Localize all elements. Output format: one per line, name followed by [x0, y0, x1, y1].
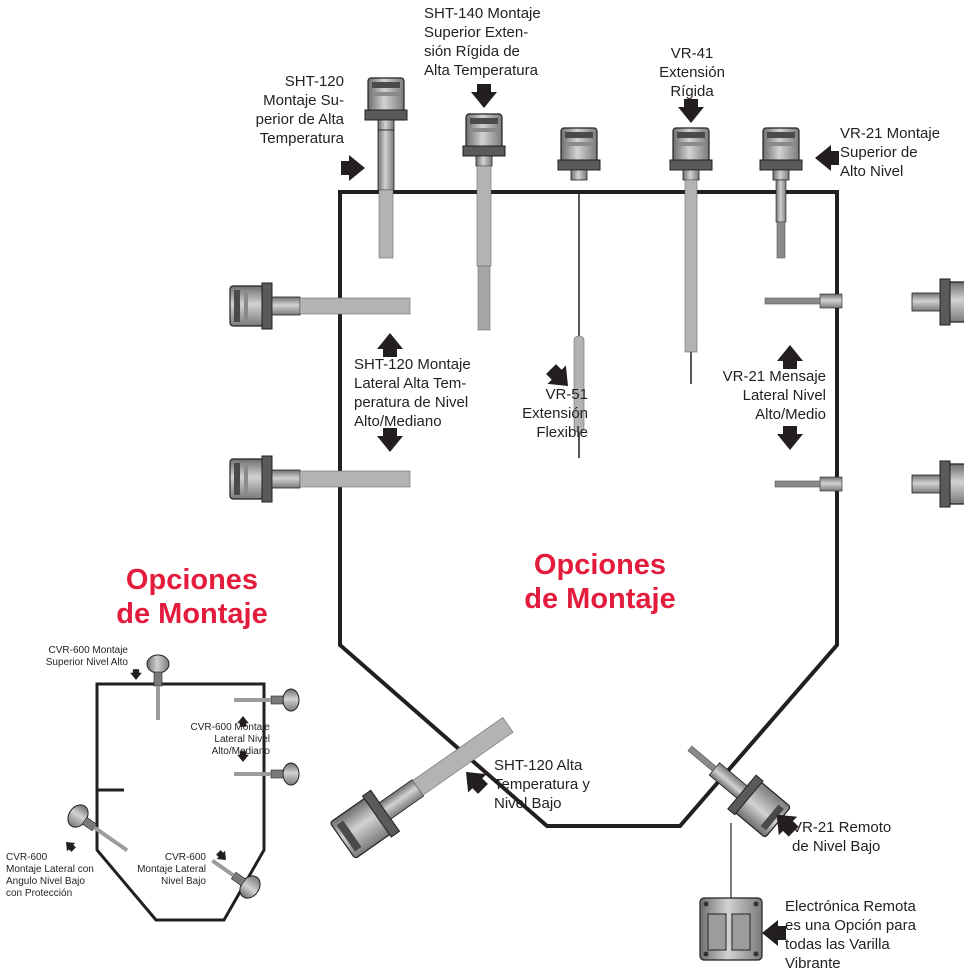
arrow-remote-electronics — [762, 920, 786, 946]
label-remote-electronics: Electrónica Remota es una Opción para to… — [785, 898, 916, 972]
inset-label-cvr600-top: CVR-600 Montaje Superior Nivel Alto — [45, 645, 128, 668]
cvr600-top-mount-device — [146, 654, 170, 720]
main-title: Opciones de Montaje — [524, 549, 676, 615]
arrow-vr41 — [678, 99, 704, 123]
label-sht120-low: SHT-120 Alta Temperatura y Nivel Bajo — [494, 757, 590, 812]
inset-label-cvr600-side: CVR-600 Montaje Lateral Nivel Alto/Media… — [190, 722, 270, 757]
vr21-side-mount-upper — [764, 278, 964, 326]
label-vr21-remote: VR-21 Remoto de Nivel Bajo — [792, 819, 892, 855]
vr41-rigid-device — [669, 127, 713, 384]
label-sht140-top: SHT-140 Montaje Superior Exten- sión Ríg… — [424, 5, 541, 79]
label-vr21-top: VR-21 Montaje Superior de Alto Nivel — [840, 125, 941, 180]
label-vr21-side: VR-21 Mensaje Lateral Nivel Alto/Medio — [722, 368, 826, 423]
cvr600-side-mount-lower — [234, 762, 300, 786]
vr21-side-mount-lower — [774, 460, 964, 508]
arrow-vr21-side-up — [777, 345, 803, 369]
sht140-top-mount-device — [462, 113, 506, 331]
inset-vessel-outline — [95, 682, 266, 922]
cvr600-angled-device — [67, 804, 129, 853]
cvr600-low-device — [211, 858, 261, 899]
arrow-sht120-side-up — [377, 333, 403, 357]
sht120-low-level-device — [330, 716, 514, 859]
sht120-side-mount-lower — [229, 455, 411, 503]
vr21-remote-low-device — [687, 745, 791, 837]
arrow-sht120-top — [341, 155, 365, 181]
label-sht120-top: SHT-120 Montaje Su- perior de Alta Tempe… — [255, 73, 344, 147]
sht120-side-mount-upper — [229, 282, 411, 330]
arrow-sht140-top — [471, 84, 497, 108]
inset-label-cvr600-low: CVR-600 Montaje Lateral Nivel Bajo — [137, 852, 206, 887]
label-vr51: VR-51 Extensión Flexible — [522, 386, 588, 441]
inset-title: Opciones de Montaje — [116, 564, 268, 630]
label-vr41: VR-41 Extensión Rígida — [659, 45, 725, 100]
remote-electronics-box — [699, 897, 763, 961]
arrow-vr21-side-down — [777, 426, 803, 450]
vessel-outline — [338, 190, 839, 828]
label-sht120-side: SHT-120 Montaje Lateral Alta Tem- peratu… — [354, 356, 471, 430]
inset-label-cvr600-angle: CVR-600 Montaje Lateral con Angulo Nivel… — [6, 852, 94, 899]
arrow-vr21-top — [815, 145, 839, 171]
inset-arrow-top — [130, 669, 142, 680]
arrow-sht120-side-down — [377, 428, 403, 452]
vr21-top-mount-device — [759, 127, 803, 259]
cvr600-side-mount-upper — [234, 688, 300, 712]
vr51-flexible-device — [557, 127, 601, 458]
sht120-top-mount-device — [364, 77, 408, 259]
